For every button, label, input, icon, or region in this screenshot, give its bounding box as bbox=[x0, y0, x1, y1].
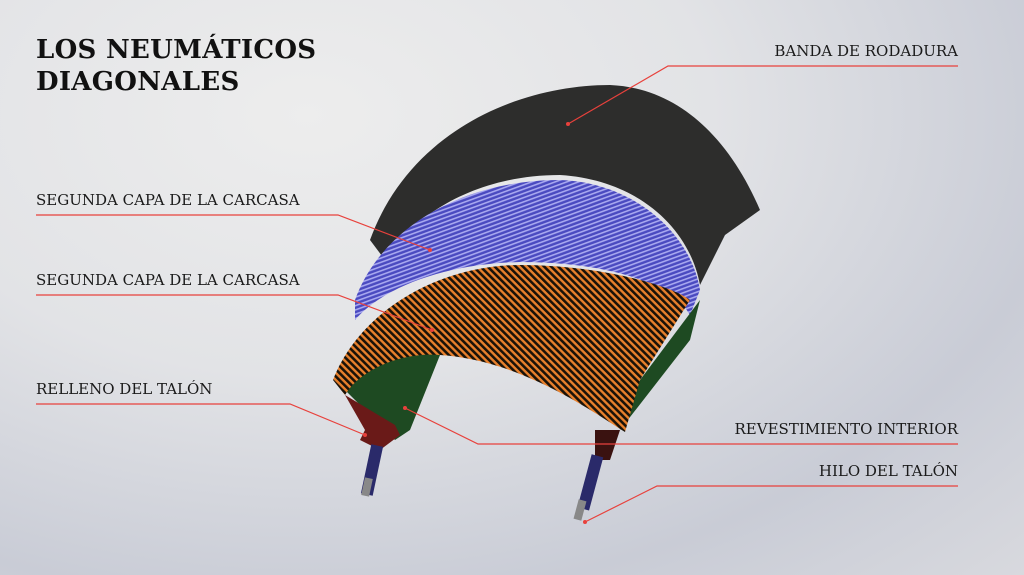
label-tread: BANDA DE RODADURA bbox=[774, 42, 958, 60]
second-ply-orange bbox=[333, 265, 690, 432]
title-line-2: DIAGONALES bbox=[36, 67, 240, 97]
label-inner-liner: REVESTIMIENTO INTERIOR bbox=[734, 420, 958, 438]
page-title: LOS NEUMÁTICOS DIAGONALES bbox=[36, 34, 316, 98]
bead-filler-right bbox=[595, 430, 620, 460]
inner-liner bbox=[345, 300, 700, 440]
leader-ply2-b bbox=[36, 294, 433, 331]
tread-band bbox=[370, 85, 760, 285]
bead-wire-right bbox=[577, 454, 604, 511]
leader-tread bbox=[567, 65, 958, 125]
bead-filler-left bbox=[345, 395, 400, 450]
leader-bead-wire bbox=[584, 485, 958, 523]
leader-ply2-a bbox=[36, 214, 431, 251]
title-line-1: LOS NEUMÁTICOS bbox=[36, 35, 317, 65]
label-bead-filler: RELLENO DEL TALÓN bbox=[36, 380, 213, 398]
label-bead-wire: HILO DEL TALÓN bbox=[818, 462, 958, 480]
leader-bead-filler bbox=[36, 403, 366, 436]
label-second-ply-b: SEGUNDA CAPA DE LA CARCASA bbox=[36, 271, 300, 289]
second-ply-blue bbox=[355, 180, 700, 320]
leader-inner-liner bbox=[404, 407, 958, 445]
label-second-ply-a: SEGUNDA CAPA DE LA CARCASA bbox=[36, 191, 300, 209]
